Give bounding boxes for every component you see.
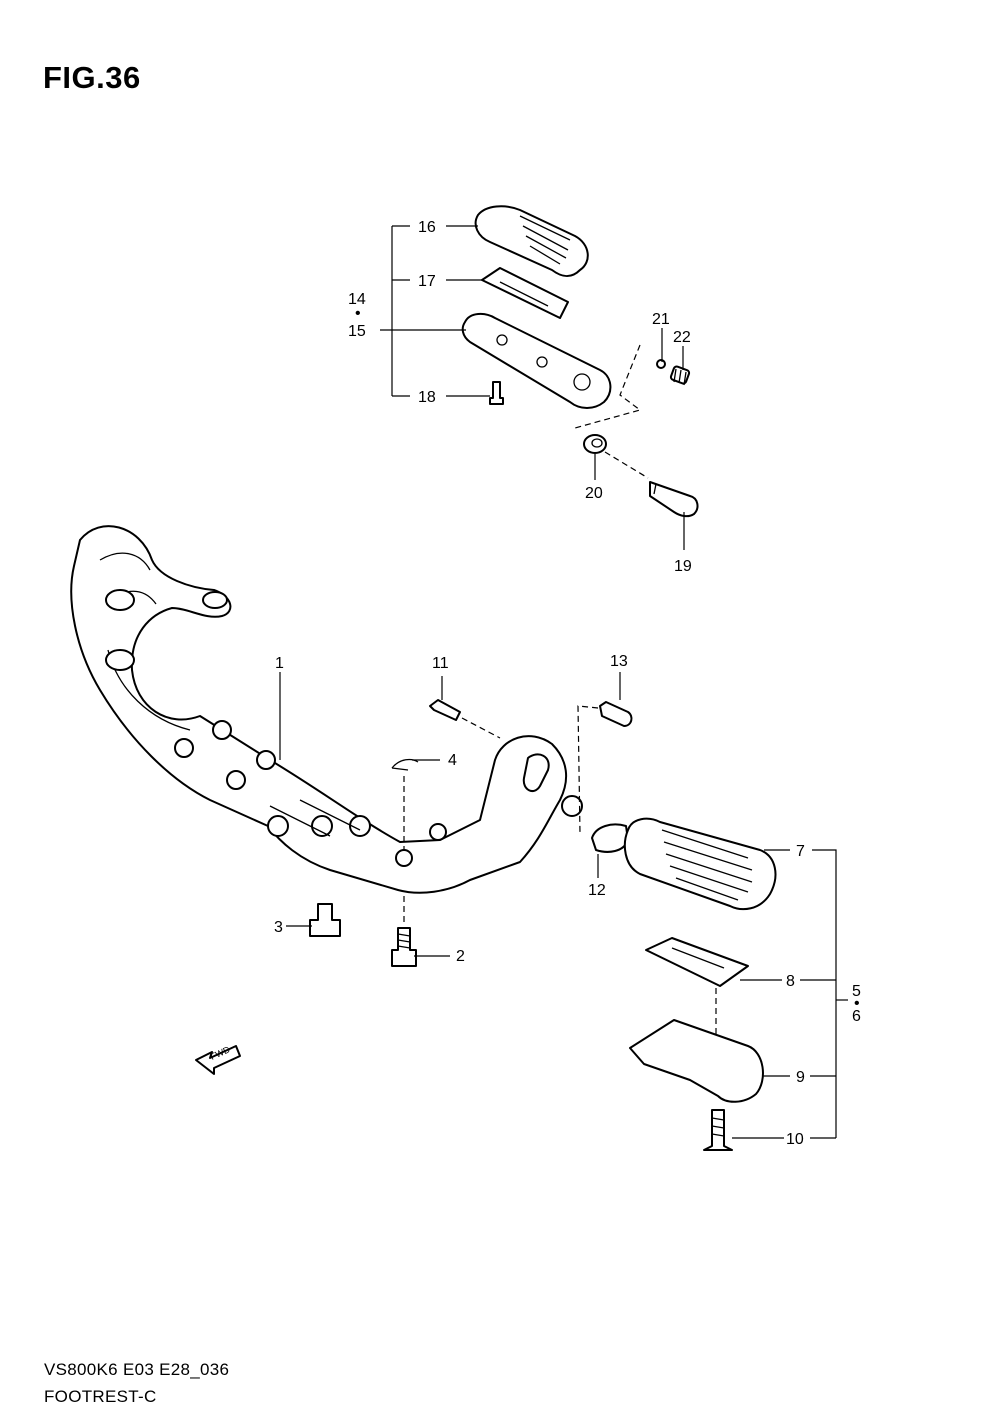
footrest-rubber-upper: [474, 205, 589, 277]
footrest-rubber-lower: [623, 817, 777, 911]
callout-5: 5: [852, 983, 861, 1000]
callout-4: 4: [448, 752, 457, 769]
callout-separator-5-6: •: [854, 995, 860, 1012]
callout-2: 2: [456, 948, 465, 965]
ball-axis: [574, 344, 642, 429]
callout-18: 18: [418, 389, 436, 406]
callout-13: 13: [610, 653, 628, 670]
pin-13: [599, 701, 633, 727]
callout-3: 3: [274, 919, 283, 936]
bolt-11-axis: [461, 717, 501, 739]
leader-lines: [279, 225, 848, 1139]
bolt-11: [429, 699, 461, 721]
callout-21: 21: [652, 311, 670, 328]
callout-8: 8: [786, 973, 795, 990]
ball-21: [656, 359, 666, 369]
footrest-bracket-upper: [461, 312, 612, 409]
callout-20: 20: [585, 485, 603, 502]
footrest-plate-lower: [645, 937, 749, 987]
footrest-plate-upper: [481, 267, 569, 319]
footrest-bracket-main: [70, 525, 583, 894]
pivot-axis-upper: [604, 451, 649, 479]
callout-15: 15: [348, 323, 366, 340]
callout-7: 7: [796, 843, 805, 860]
bolt-2: [391, 927, 417, 967]
spring-22: [669, 365, 691, 386]
pin-13-axis: [577, 705, 599, 835]
callout-17: 17: [418, 273, 436, 290]
bolt-3: [309, 903, 341, 937]
fwd-arrow-icon: FWD: [195, 1044, 241, 1075]
callout-22: 22: [673, 329, 691, 346]
damper-12: [591, 823, 629, 853]
callout-9: 9: [796, 1069, 805, 1086]
callout-10: 10: [786, 1131, 804, 1148]
figure-name: FOOTREST-C: [44, 1387, 157, 1406]
callout-1: 1: [275, 655, 284, 672]
footrest-base-lower: [629, 1019, 764, 1103]
callout-labels: 16 17 14 • 15 18 21 22 20 19 1 11 13 4 1…: [274, 219, 861, 1148]
callout-14: 14: [348, 291, 366, 308]
cotter-pin-4: [391, 758, 419, 771]
figure-title: FIG.36: [43, 60, 141, 95]
callout-11: 11: [432, 655, 449, 672]
washer-20: [583, 434, 607, 454]
callout-19: 19: [674, 558, 692, 575]
callout-6: 6: [852, 1008, 861, 1025]
callout-16: 16: [418, 219, 436, 236]
model-code: VS800K6 E03 E28_036: [44, 1360, 230, 1379]
callout-separator-14-15: •: [355, 305, 361, 322]
screw-18: [489, 381, 504, 405]
callout-12: 12: [588, 882, 606, 899]
screw-10: [703, 1109, 733, 1151]
pin-19: [649, 481, 699, 518]
